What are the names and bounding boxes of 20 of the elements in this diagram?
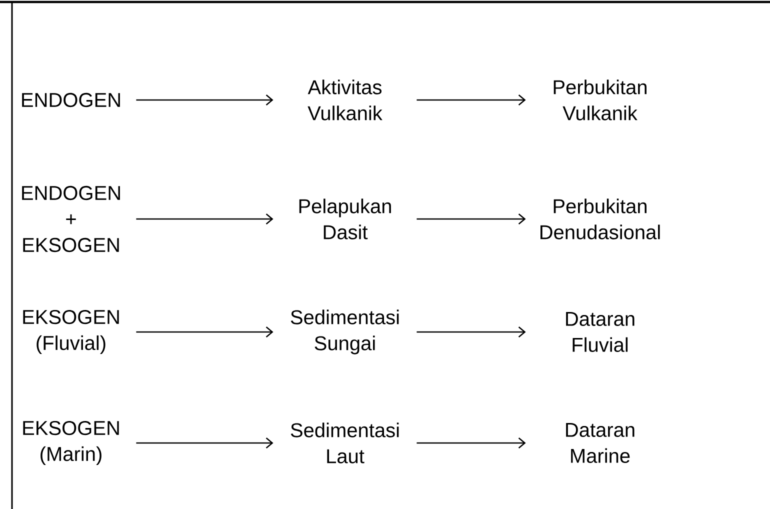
process-label: Dataran Marine: [566, 423, 634, 463]
arrow: [416, 94, 526, 106]
process-label: Dataran Fluvial: [566, 312, 634, 352]
process-label: Aktivitas Vulkanik: [308, 80, 382, 120]
process-label: ENDOGEN: [22, 92, 120, 108]
process-label: Sedimentasi Laut: [290, 422, 399, 464]
arrow: [136, 438, 274, 448]
process-label: ENDOGEN + EKSOGEN: [22, 186, 120, 252]
arrow: [136, 214, 274, 224]
arrow: [416, 326, 526, 338]
process-label: Pelapukan Dasit: [299, 198, 391, 240]
arrow: [416, 438, 526, 448]
process-label: EKSOGEN (Fluvial): [23, 310, 119, 354]
arrow: [136, 94, 274, 106]
process-label: EKSOGEN (Marin): [23, 420, 119, 466]
process-label: Sedimentasi Sungai: [290, 310, 399, 354]
process-label: Perbukitan Vulkanik: [554, 80, 646, 120]
arrow: [136, 326, 274, 338]
process-label: Perbukitan Denudasional: [540, 198, 660, 240]
arrow: [416, 214, 526, 224]
